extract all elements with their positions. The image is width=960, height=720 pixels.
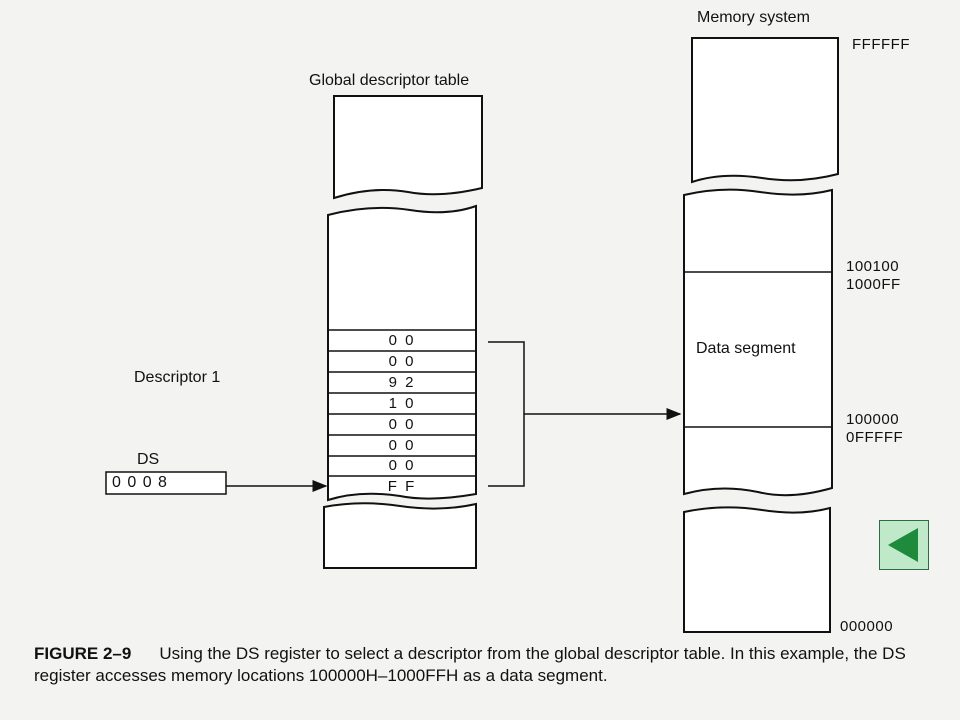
gdt-title: Global descriptor table	[309, 72, 470, 89]
address-100100: 100100	[846, 258, 900, 275]
address-ffffff: FFFFFF	[852, 36, 910, 53]
figure-number: FIGURE 2–9	[34, 644, 132, 663]
descriptor-label: Descriptor 1	[134, 369, 221, 386]
descriptor-byte: F F	[387, 478, 417, 496]
memory-column	[683, 37, 839, 633]
data-segment-label: Data segment	[696, 340, 796, 357]
gdt-main-block	[327, 204, 477, 502]
gdt-bottom-block	[323, 502, 477, 569]
address-1000ff: 1000FF	[846, 276, 901, 293]
descriptor-byte: 1 0	[388, 394, 416, 412]
address-0fffff: 0FFFFF	[846, 429, 904, 446]
memory-title: Memory system	[697, 9, 810, 26]
descriptor-byte: 0 0	[388, 415, 416, 433]
back-arrow-icon	[888, 528, 918, 562]
ds-value: 0 0 0 8	[112, 474, 168, 491]
back-button[interactable]	[879, 520, 929, 570]
descriptor-bracket	[488, 341, 525, 487]
ds-register	[105, 471, 227, 495]
descriptor-byte: 0 0	[388, 352, 416, 370]
descriptor-byte: 0 0	[388, 436, 416, 454]
ds-label: DS	[137, 451, 160, 468]
caption-text: Using the DS register to select a descri…	[34, 644, 906, 685]
descriptor-byte: 0 0	[388, 332, 416, 349]
address-000000: 000000	[840, 618, 894, 635]
address-100000: 100000	[846, 411, 900, 428]
descriptor-byte: 0 0	[388, 457, 416, 475]
gdt-top-block	[333, 95, 483, 200]
descriptor-byte: 9 2	[388, 373, 416, 391]
